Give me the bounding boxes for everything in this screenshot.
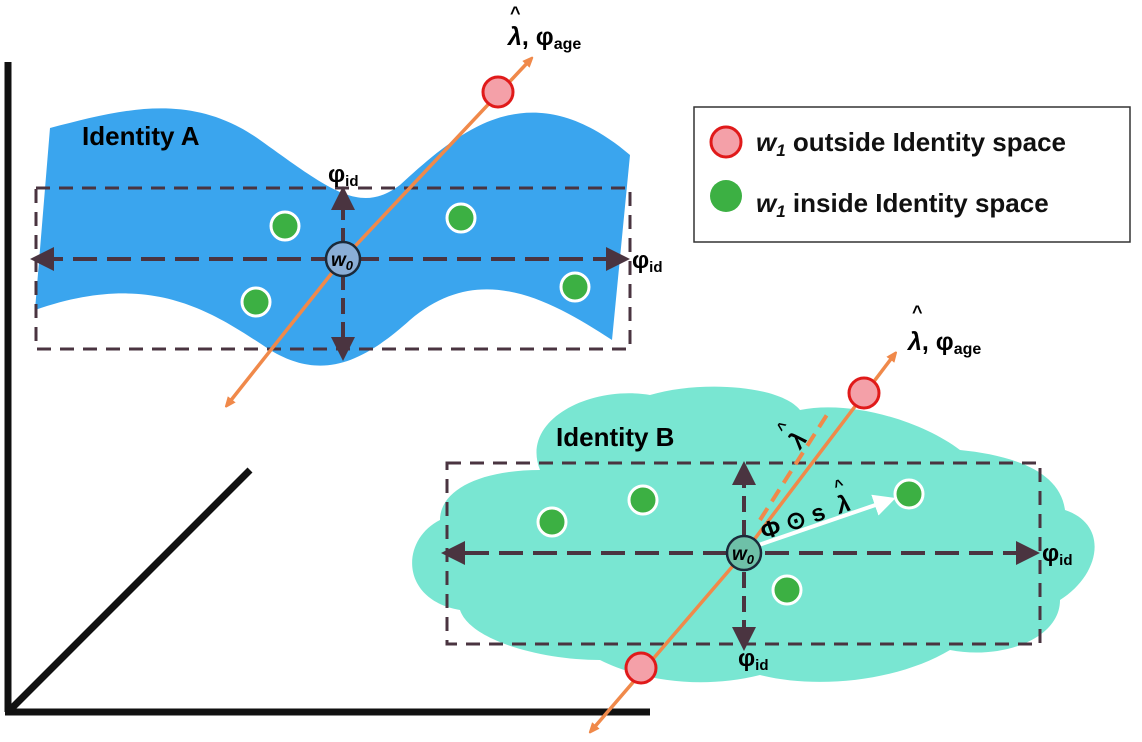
legend-outside-marker [709, 125, 743, 159]
identity-b-projection-arrow [749, 494, 896, 550]
identity-a-shape [35, 108, 630, 366]
identity-a-inside-point [240, 286, 272, 318]
identity-b-age-hat: ^ [912, 302, 923, 322]
identity-a-center-point [324, 240, 362, 278]
legend-outside-label: w1 outside Identity space [756, 127, 1066, 160]
identity-b-outside-point [847, 376, 881, 410]
legend-box [693, 106, 1131, 243]
identity-b-outside-point [624, 651, 658, 685]
identity-a-outside-point [481, 75, 515, 109]
identity-a-title: Identity A [82, 121, 200, 151]
identity-a-age-label: λ, φage [506, 23, 581, 53]
identity-b-region: Identity B w0 φid φid ^ λ [412, 302, 1095, 730]
identity-b-phi-down-label: φid [738, 645, 769, 674]
identity-b-center-point [725, 534, 763, 572]
identity-b-inside-point [771, 574, 803, 606]
identity-b-phi-right-label: φid [1042, 540, 1073, 569]
identity-b-age-axis-down [592, 551, 746, 730]
identity-a-phi-right-label: φid [632, 247, 663, 276]
identity-a-age-hat: ^ [510, 3, 521, 23]
identity-a-inside-point [559, 271, 591, 303]
z-axis-line [5, 467, 253, 715]
identity-b-shape [412, 386, 1095, 683]
identity-a-phi-up-label: φid [328, 161, 359, 190]
identity-a-inside-point [269, 210, 301, 242]
identity-b-title: Identity B [556, 422, 674, 452]
legend-inside-label: w1 inside Identity space [756, 188, 1049, 221]
identity-a-region: Identity A w0 φid φid ^ λ, φage [30, 3, 663, 404]
identity-b-age-label: λ, φage [906, 328, 981, 358]
identity-a-inside-point [445, 202, 477, 234]
identity-b-inside-point [893, 478, 925, 510]
legend: w1 outside Identity space w1 inside Iden… [693, 106, 1131, 243]
identity-b-inside-point [536, 506, 568, 538]
identity-b-inside-point [627, 484, 659, 516]
identity-b-center-label: w0 [732, 544, 755, 567]
identity-a-center-label: w0 [331, 250, 354, 273]
identity-a-age-axis-down [228, 257, 345, 404]
coordinate-axes [4, 62, 650, 716]
legend-inside-marker [710, 180, 742, 212]
